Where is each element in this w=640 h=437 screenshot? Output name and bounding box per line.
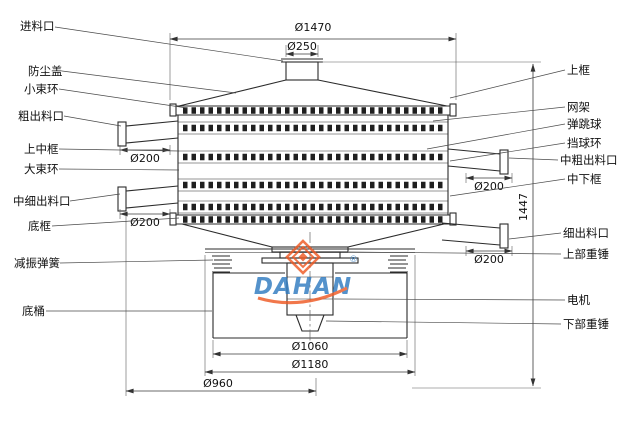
label-ball-ring: 挡球环 [567, 136, 602, 150]
dim-bottom-span: Ø960 [203, 377, 233, 390]
label-fine-outlet: 细出料口 [563, 226, 609, 240]
damping-spring-right-shape [388, 255, 408, 273]
dim-inlet-diameter: Ø250 [287, 40, 317, 53]
label-small-clamp-ring: 小束环 [24, 83, 59, 96]
label-upper-middle-frame: 上中框 [24, 142, 59, 156]
dim-overall-height: 1447 [517, 193, 530, 221]
logo-diamond-mid [291, 245, 315, 269]
coarse-outlet-shape [117, 120, 179, 147]
dim-fine-outlet: Ø200 [474, 253, 504, 266]
machine-outline [117, 58, 509, 344]
label-mid-coarse-outlet: 中粗出料口 [560, 153, 618, 167]
dim-mid-coarse-outlet: Ø200 [474, 180, 504, 193]
dust-cover-shape [178, 79, 448, 107]
logo-diamond-inner [298, 252, 308, 262]
bottom-frame-shape [169, 212, 457, 248]
labels-right: 上框 网架 弹跳球 挡球环 中粗出料口 中下框 细出料口 上部重锤 电机 下部重… [560, 63, 618, 331]
damping-spring-left-shape [212, 255, 232, 273]
logo-registered-mark: ® [349, 255, 358, 265]
lower-weight-shape [295, 314, 325, 332]
label-coarse-outlet: 粗出料口 [18, 109, 64, 123]
label-damping-spring: 减振弹簧 [14, 256, 60, 270]
dim-coarse-outlet: Ø200 [130, 152, 160, 165]
dimensions: Ø1470 Ø250 Ø200 Ø200 Ø200 Ø200 1447 [119, 21, 541, 396]
dahan-watermark: DAHAN ® [254, 239, 358, 305]
fine-outlet-shape [441, 222, 509, 249]
label-lower-weight: 下部重锤 [563, 317, 609, 331]
mid-fine-outlet-shape [117, 185, 179, 212]
label-motor: 电机 [567, 293, 590, 307]
small-clamp-ring-shape [169, 103, 457, 117]
label-base-barrel: 底桶 [22, 304, 45, 318]
dim-top-diameter: Ø1470 [295, 21, 332, 34]
base-barrel-shape [212, 272, 408, 339]
labels-left: 进料口 防尘盖 小束环 粗出料口 上中框 大束环 中细出料口 底框 减振弹簧 底… [13, 19, 71, 318]
label-bottom-frame: 底框 [28, 219, 51, 233]
leader-lines [46, 26, 566, 325]
dim-flange-diameter: Ø1180 [292, 358, 329, 371]
label-large-clamp-ring: 大束环 [24, 162, 59, 176]
frame-separators [178, 121, 448, 214]
logo-diamond-outer [285, 239, 321, 275]
logo-swoosh [257, 286, 348, 305]
feed-inlet-shape [281, 58, 323, 81]
mid-coarse-outlet-shape [447, 148, 509, 175]
label-mid-lower-frame: 中下框 [567, 172, 602, 186]
label-mid-fine-outlet: 中细出料口 [13, 194, 71, 208]
label-feed-inlet: 进料口 [20, 19, 55, 33]
label-bouncing-ball: 弹跳球 [567, 117, 602, 131]
label-dust-cover: 防尘盖 [28, 64, 63, 78]
label-upper-frame: 上框 [567, 63, 590, 77]
label-upper-weight: 上部重锤 [563, 247, 609, 261]
dim-mid-fine-outlet: Ø200 [130, 216, 160, 229]
logo-brand-text: DAHAN [254, 274, 352, 300]
screen-bands [183, 124, 443, 211]
label-mesh-frame: 网架 [567, 101, 590, 114]
dim-base-diameter: Ø1060 [292, 340, 329, 353]
